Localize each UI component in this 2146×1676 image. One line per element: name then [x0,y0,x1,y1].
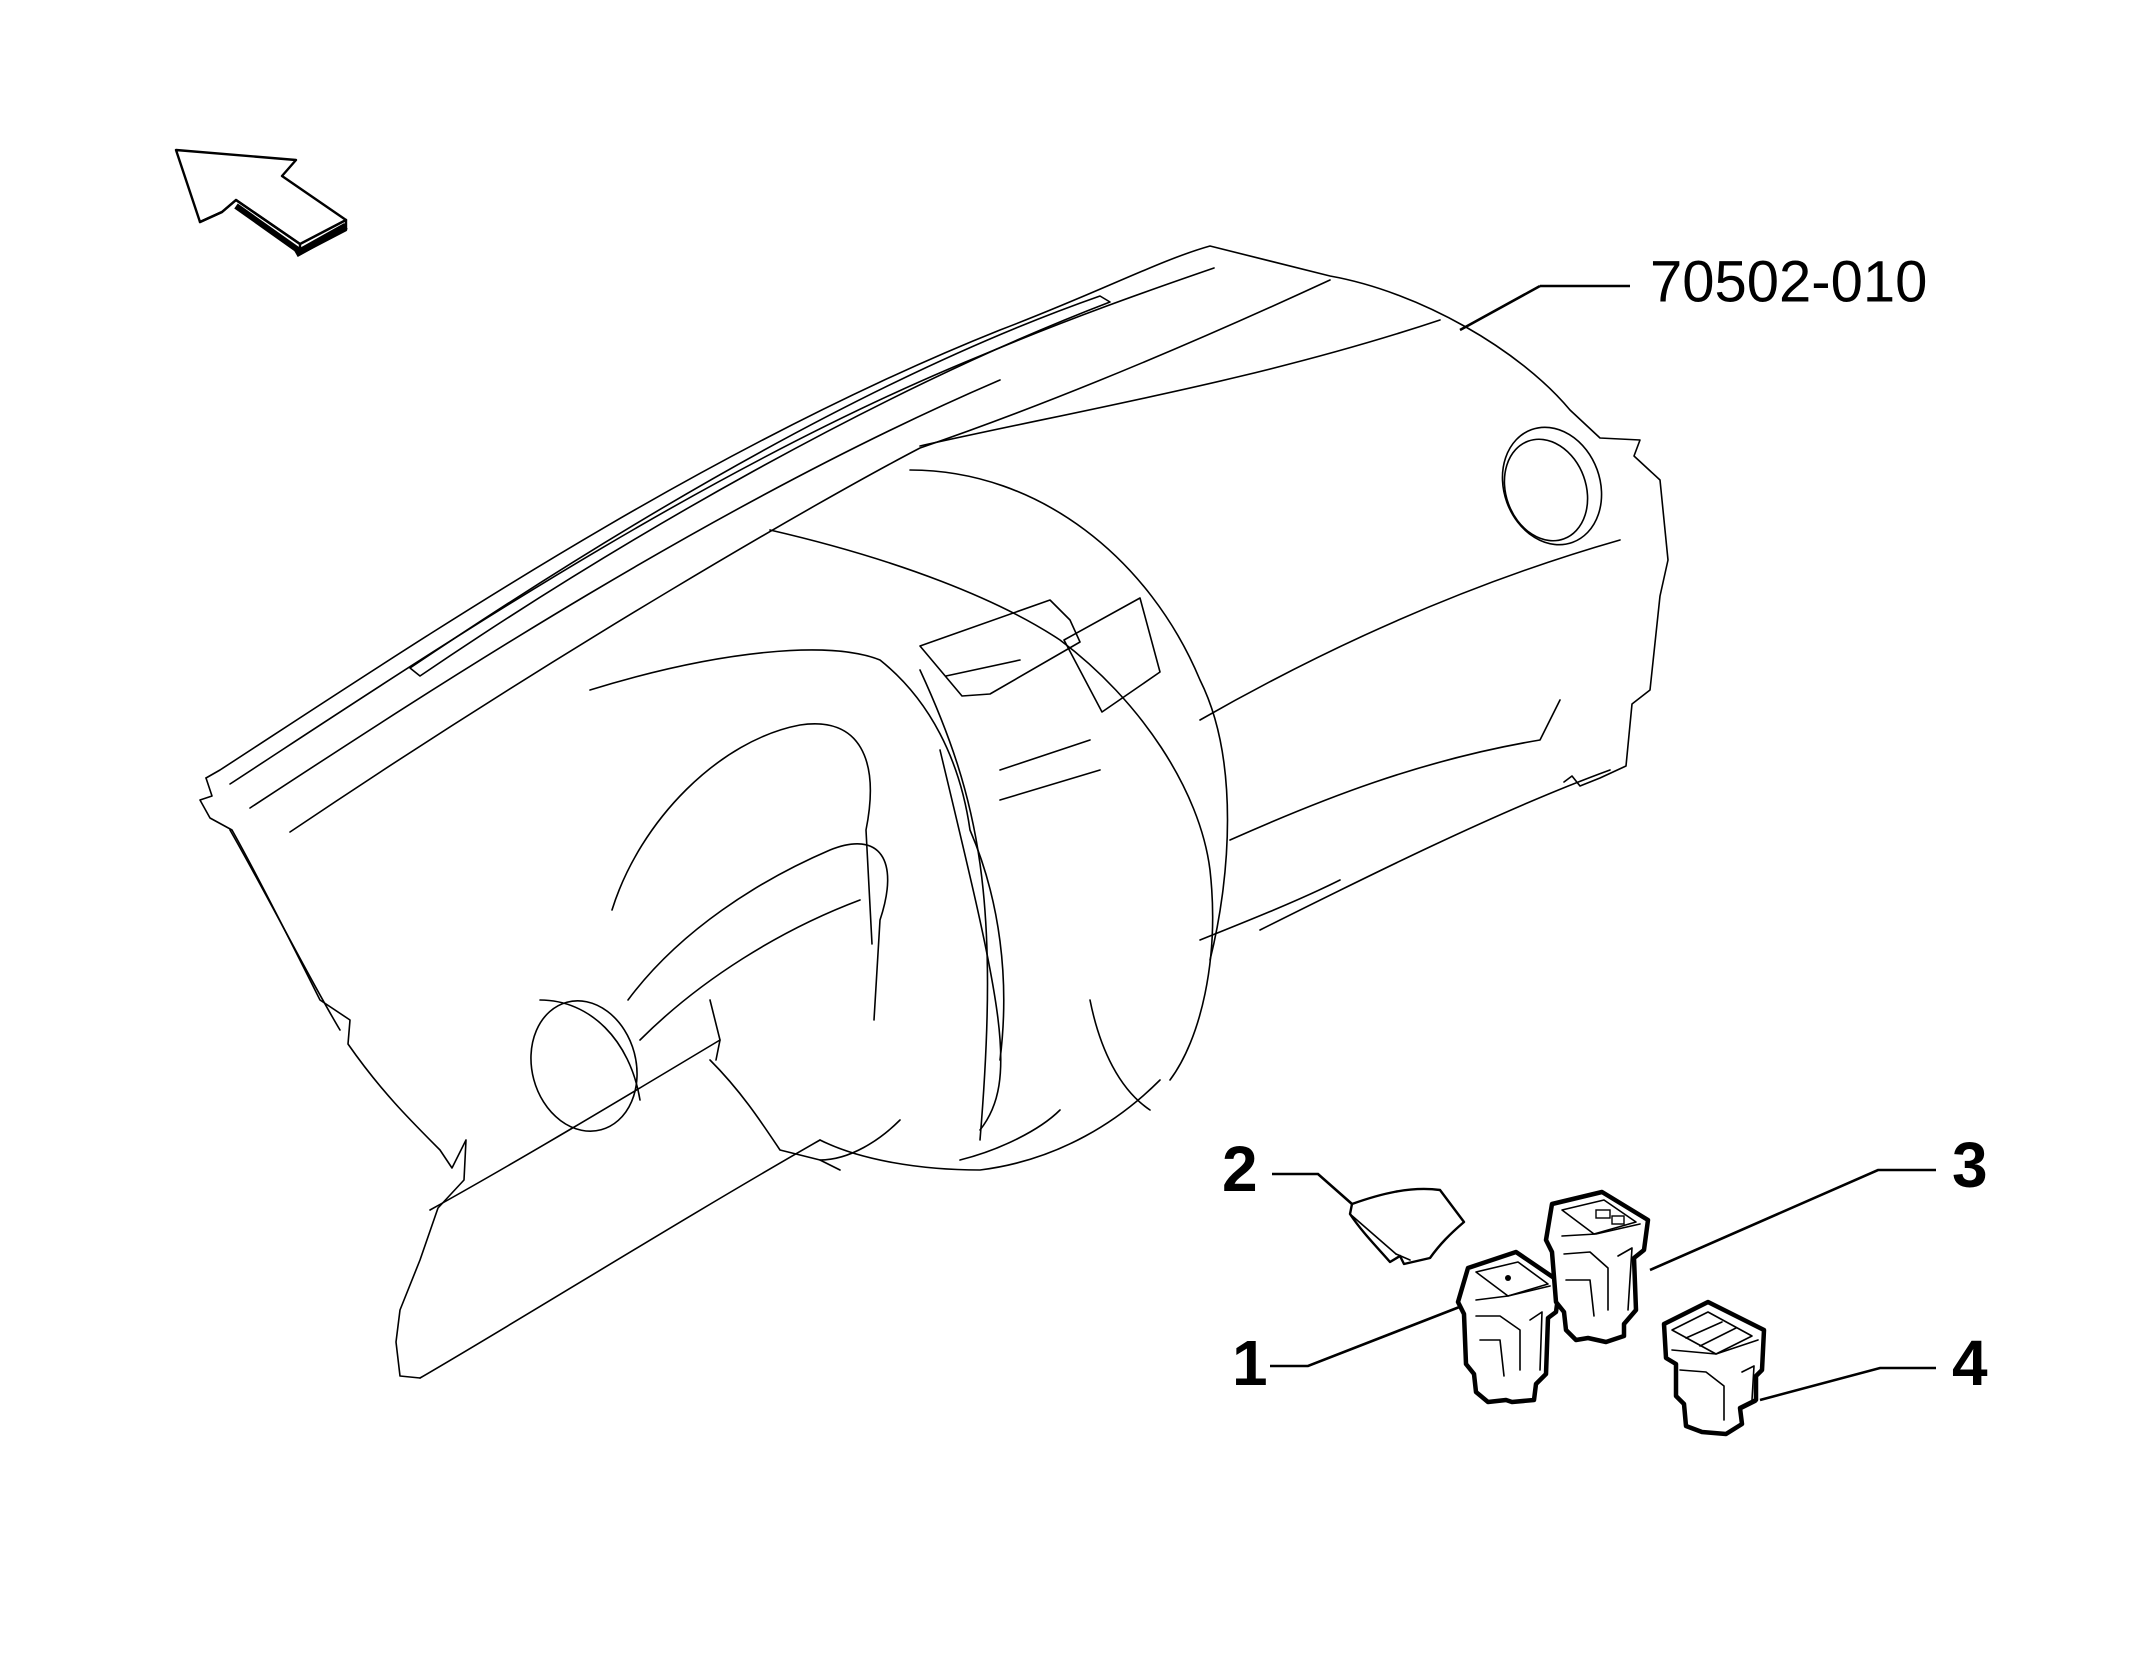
callout-4: 4 [1952,1327,1988,1399]
reference-callout: 70502-010 [1459,249,1927,332]
direction-arrow-icon [174,148,348,258]
part-2-blank-cover [1348,1187,1466,1266]
callout-2: 2 [1222,1133,1258,1205]
callout-3: 3 [1952,1129,1988,1201]
dashboard-assembly [199,245,1669,1379]
part-3-switch [1543,1189,1651,1345]
part-4-double-switch [1661,1299,1767,1437]
part-1-switch [1455,1249,1563,1405]
reference-code: 70502-010 [1650,249,1927,314]
callout-leaders [1270,1168,1936,1402]
callout-1: 1 [1232,1327,1268,1399]
